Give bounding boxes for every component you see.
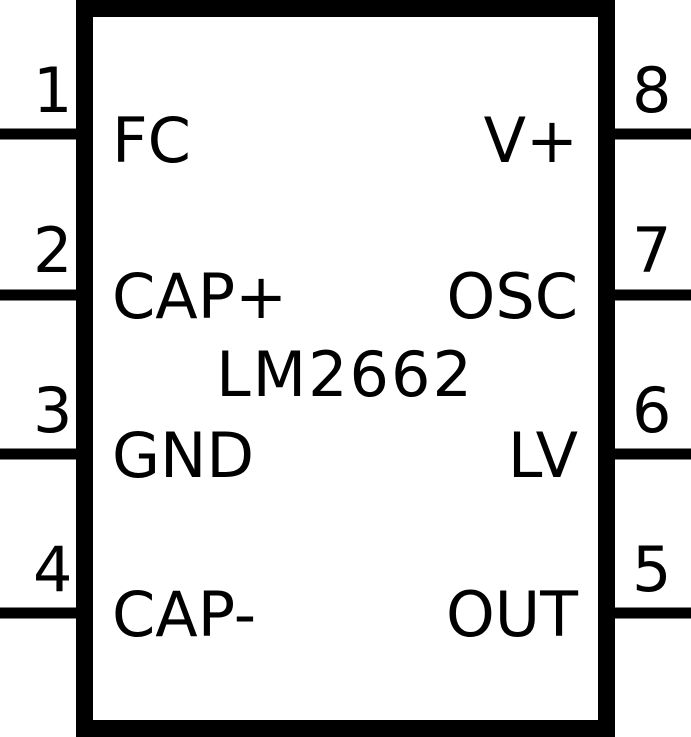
pin-number-7: 7: [632, 214, 671, 287]
pin-label-cap: CAP-: [112, 578, 256, 651]
pin-label-cap: CAP+: [112, 260, 287, 333]
chip-body-outline: [76, 0, 615, 737]
pin-label-lv: LV: [508, 419, 578, 492]
pin-label-fc: FC: [112, 104, 191, 177]
pin-number-2: 2: [33, 214, 72, 287]
pin-number-6: 6: [632, 374, 671, 447]
pin-label-v: V+: [484, 104, 578, 177]
pin-label-osc: OSC: [447, 260, 578, 333]
part-name-label: LM2662: [216, 338, 474, 411]
pin-label-group: FC CAP+ GND CAP- V+ OSC LV OUT: [112, 104, 579, 651]
pin-number-3: 3: [33, 374, 72, 447]
pin-number-8: 8: [632, 54, 671, 127]
pin-label-out: OUT: [446, 578, 579, 651]
pin-number-group: 1 2 3 4 8 7 6 5: [33, 54, 671, 606]
pin-number-4: 4: [33, 533, 72, 606]
pin-number-5: 5: [632, 533, 671, 606]
pin-lead-lines: [0, 128, 691, 619]
pin-number-1: 1: [33, 54, 72, 127]
pin-label-gnd: GND: [112, 419, 254, 492]
